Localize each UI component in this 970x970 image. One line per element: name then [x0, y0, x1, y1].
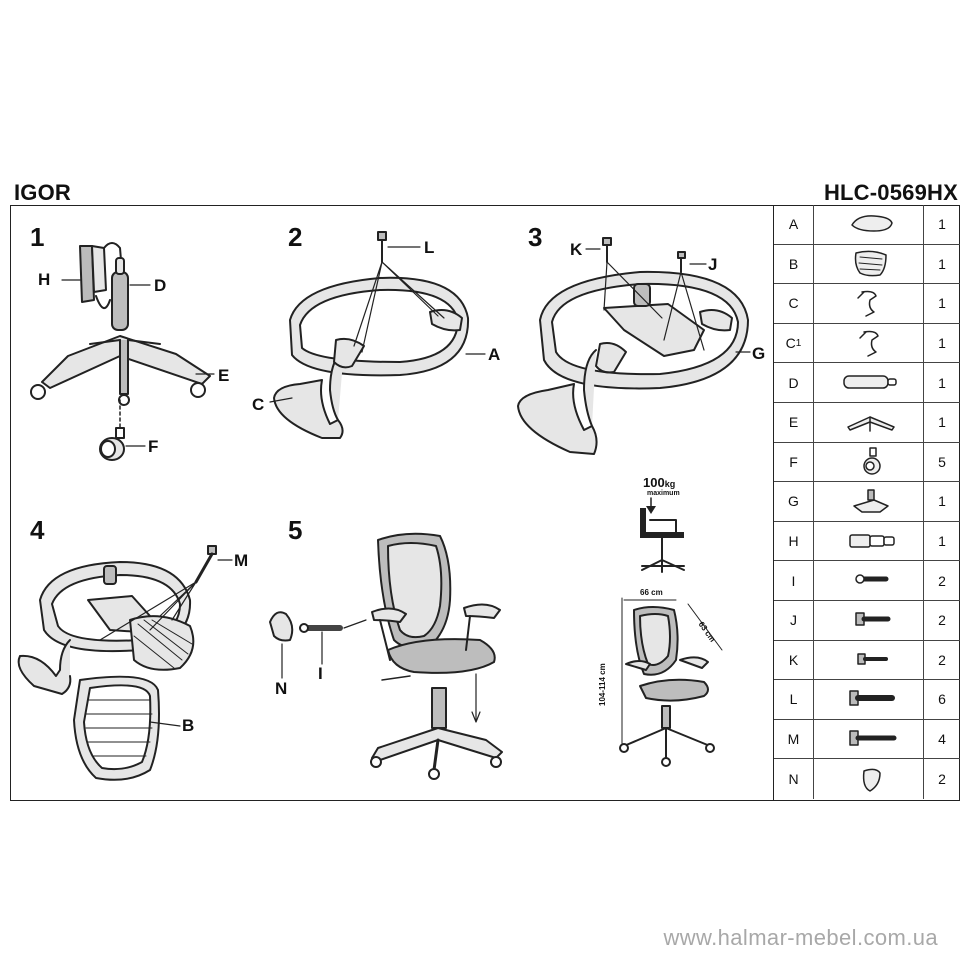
- callout-label: A: [488, 345, 501, 364]
- model-name: IGOR: [14, 180, 72, 205]
- part-quantity: 5: [938, 453, 946, 470]
- gas-lift-icon: [814, 363, 924, 402]
- width-dimension: 66 cm: [640, 588, 663, 597]
- part-letter: K: [774, 640, 814, 680]
- part-letter: L: [774, 680, 814, 719]
- callout-label: K: [570, 240, 583, 259]
- star-base-icon: [814, 403, 924, 442]
- part-letter: M: [774, 719, 814, 759]
- part-quantity: 6: [938, 691, 946, 708]
- part-letter: A: [774, 205, 814, 244]
- step4-backrest-illustration: [17, 545, 233, 781]
- part-quantity: 2: [938, 771, 946, 788]
- armrest-left-icon: [814, 284, 924, 323]
- cap-icon: [814, 759, 924, 799]
- callout-label: L: [424, 238, 435, 257]
- callout-label: F: [148, 437, 159, 456]
- part-letter: B: [774, 244, 814, 284]
- step1-base-illustration: [30, 242, 215, 461]
- website-url: www.halmar-mebel.com.ua: [663, 925, 938, 950]
- callout-label: B: [182, 716, 195, 735]
- part-letter: H: [774, 521, 814, 561]
- bolt-l-icon: [814, 680, 924, 719]
- max-load-label: 100kg: [643, 475, 676, 490]
- step5-chair-illustration: [269, 532, 503, 780]
- part-quantity: 1: [938, 493, 946, 510]
- part-quantity: 1: [938, 335, 946, 352]
- callout-label: J: [708, 255, 718, 274]
- step-number: 2: [288, 222, 303, 252]
- part-quantity: 2: [938, 651, 946, 668]
- callout-label: N: [275, 679, 288, 698]
- part-quantity: 2: [938, 612, 946, 629]
- part-letter: C: [774, 284, 814, 323]
- part-quantity: 1: [938, 216, 946, 233]
- step-number: 4: [30, 515, 45, 545]
- bolt-k-icon: [814, 640, 924, 680]
- telescopic-cover-icon: [814, 521, 924, 561]
- max-load-caption: maximum: [647, 490, 680, 497]
- step3-mechanism-illustration: [517, 237, 751, 455]
- callout-label: G: [752, 344, 766, 363]
- part-letter: I: [774, 561, 814, 600]
- part-letter: E: [774, 403, 814, 442]
- height-dimension: 104-114 cm: [598, 663, 607, 706]
- bolt-m-icon: [814, 719, 924, 759]
- part-quantity: 1: [938, 374, 946, 391]
- armrest-right-icon: [814, 323, 924, 363]
- model-code: HLC-0569HX: [823, 180, 958, 205]
- part-quantity: 1: [938, 295, 946, 312]
- callout-label: E: [218, 366, 230, 385]
- part-letter: J: [774, 601, 814, 640]
- step2-seat-illustration: [269, 231, 486, 439]
- part-quantity: 2: [938, 572, 946, 589]
- part-letter: N: [774, 759, 814, 799]
- backrest-icon: [814, 244, 924, 284]
- callout-label: C: [252, 395, 265, 414]
- seat-icon: [814, 205, 924, 244]
- part-letter: F: [774, 442, 814, 482]
- step-number: 5: [288, 515, 303, 545]
- part-letter: D: [774, 363, 814, 402]
- callout-label: I: [318, 664, 323, 683]
- caster-icon: [814, 442, 924, 482]
- bolt-j-icon: [814, 601, 924, 640]
- max-load-pictogram: [640, 497, 685, 573]
- callout-label: H: [38, 270, 51, 289]
- dimension-drawing: [619, 597, 723, 767]
- part-quantity: 1: [938, 255, 946, 272]
- callout-label: M: [234, 551, 249, 570]
- part-quantity: 1: [938, 414, 946, 431]
- part-quantity: 1: [938, 533, 946, 550]
- step-number: 3: [528, 222, 543, 252]
- callout-label: D: [154, 276, 167, 295]
- pin-icon: [814, 561, 924, 600]
- step-number: 1: [30, 222, 45, 252]
- part-letter: G: [774, 482, 814, 521]
- part-quantity: 4: [938, 731, 946, 748]
- instruction-frame: [10, 205, 960, 801]
- mechanism-icon: [814, 482, 924, 521]
